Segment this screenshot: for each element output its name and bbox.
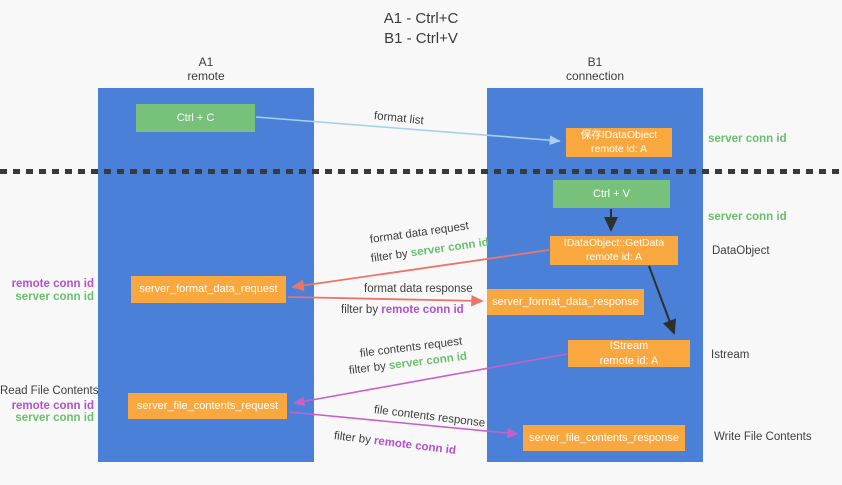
flow-label-filter-remote-2: filter by remote conn id <box>333 430 456 457</box>
node-istream-line2: remote id: A <box>599 354 659 367</box>
column-b1-name: B1 <box>587 55 603 69</box>
node-server-format-data-response: server_format_data_response <box>487 289 644 315</box>
node-server-format-data-response-label: server_format_data_response <box>492 295 639 308</box>
diagram-title: A1 - Ctrl+C B1 - Ctrl+V <box>0 9 842 50</box>
filter-remote-conn-id-2: remote conn id <box>373 434 457 457</box>
label-server-conn-id-top: server conn id <box>708 133 787 145</box>
filter-by-text-2: filter by <box>341 304 382 316</box>
diagram-title-line1: A1 - Ctrl+C <box>383 10 459 27</box>
label-write-file-contents: Write File Contents <box>714 431 812 443</box>
node-server-format-data-request: server_format_data_request <box>131 276 286 303</box>
flow-label-format-list: format list <box>373 110 425 128</box>
arrow-format-data-response <box>287 295 484 307</box>
node-save-idataobject-line2: remote id: A <box>590 142 648 155</box>
filter-server-conn-id-1: server conn id <box>410 236 490 260</box>
flow-label-file-contents-response: file contents response <box>373 404 486 430</box>
label-server-conn-id-format: server conn id <box>15 290 94 303</box>
label-server-conn-id-mid: server conn id <box>708 211 787 223</box>
label-block-format-conn-ids: remote conn id server conn id <box>0 278 94 303</box>
column-header-b1: B1 connection <box>487 55 703 83</box>
label-remote-conn-id-format: remote conn id <box>11 278 94 290</box>
phase-divider-dotted-line <box>0 169 842 174</box>
label-remote-conn-id-file: remote conn id <box>11 399 94 412</box>
column-header-a1: A1 remote <box>98 55 314 83</box>
filter-remote-conn-id-1: remote conn id <box>381 304 464 316</box>
node-idataobject-getdata-line2: remote id: A <box>585 250 643 263</box>
column-a1-name: A1 <box>198 55 214 69</box>
label-istream: Istream <box>711 349 750 361</box>
node-server-file-contents-request-label: server_file_contents_request <box>136 399 279 412</box>
column-b1-role: connection <box>565 69 625 84</box>
node-ctrl-c: Ctrl + C <box>136 104 255 132</box>
filter-by-text-4: filter by <box>333 430 375 447</box>
node-server-file-contents-response: server_file_contents_response <box>523 425 685 451</box>
node-server-format-data-request-label: server_format_data_request <box>139 283 278 296</box>
label-read-file-contents: Read File Contents <box>0 385 99 397</box>
filter-by-text-3: filter by <box>348 360 390 377</box>
label-block-file-conn-ids: Read File Contents remote conn id server… <box>0 385 99 425</box>
node-save-idataobject-line1: 保存IDataObject <box>580 128 658 141</box>
node-ctrl-c-label: Ctrl + C <box>176 111 215 124</box>
node-idataobject-getdata-line1: IDataObject::GetData <box>563 236 665 249</box>
label-server-conn-id-file: server conn id <box>15 412 94 425</box>
filter-by-text-1: filter by <box>370 247 412 265</box>
column-a1-role: remote <box>187 69 225 84</box>
node-istream-line1: IStream <box>609 340 649 353</box>
node-idataobject-getdata: IDataObject::GetData remote id: A <box>550 236 678 265</box>
label-dataobject: DataObject <box>712 245 770 257</box>
node-server-file-contents-response-label: server_file_contents_response <box>529 431 679 444</box>
node-ctrl-v: Ctrl + V <box>553 180 670 208</box>
node-save-idataobject: 保存IDataObject remote id: A <box>566 128 672 157</box>
node-istream: IStream remote id: A <box>568 340 690 367</box>
flow-label-format-data-response: format data response <box>364 283 473 295</box>
diagram-title-line2: B1 - Ctrl+V <box>384 30 458 48</box>
node-server-file-contents-request: server_file_contents_request <box>128 393 287 419</box>
flow-label-filter-remote-1: filter by remote conn id <box>341 304 464 316</box>
node-ctrl-v-label: Ctrl + V <box>593 187 630 200</box>
